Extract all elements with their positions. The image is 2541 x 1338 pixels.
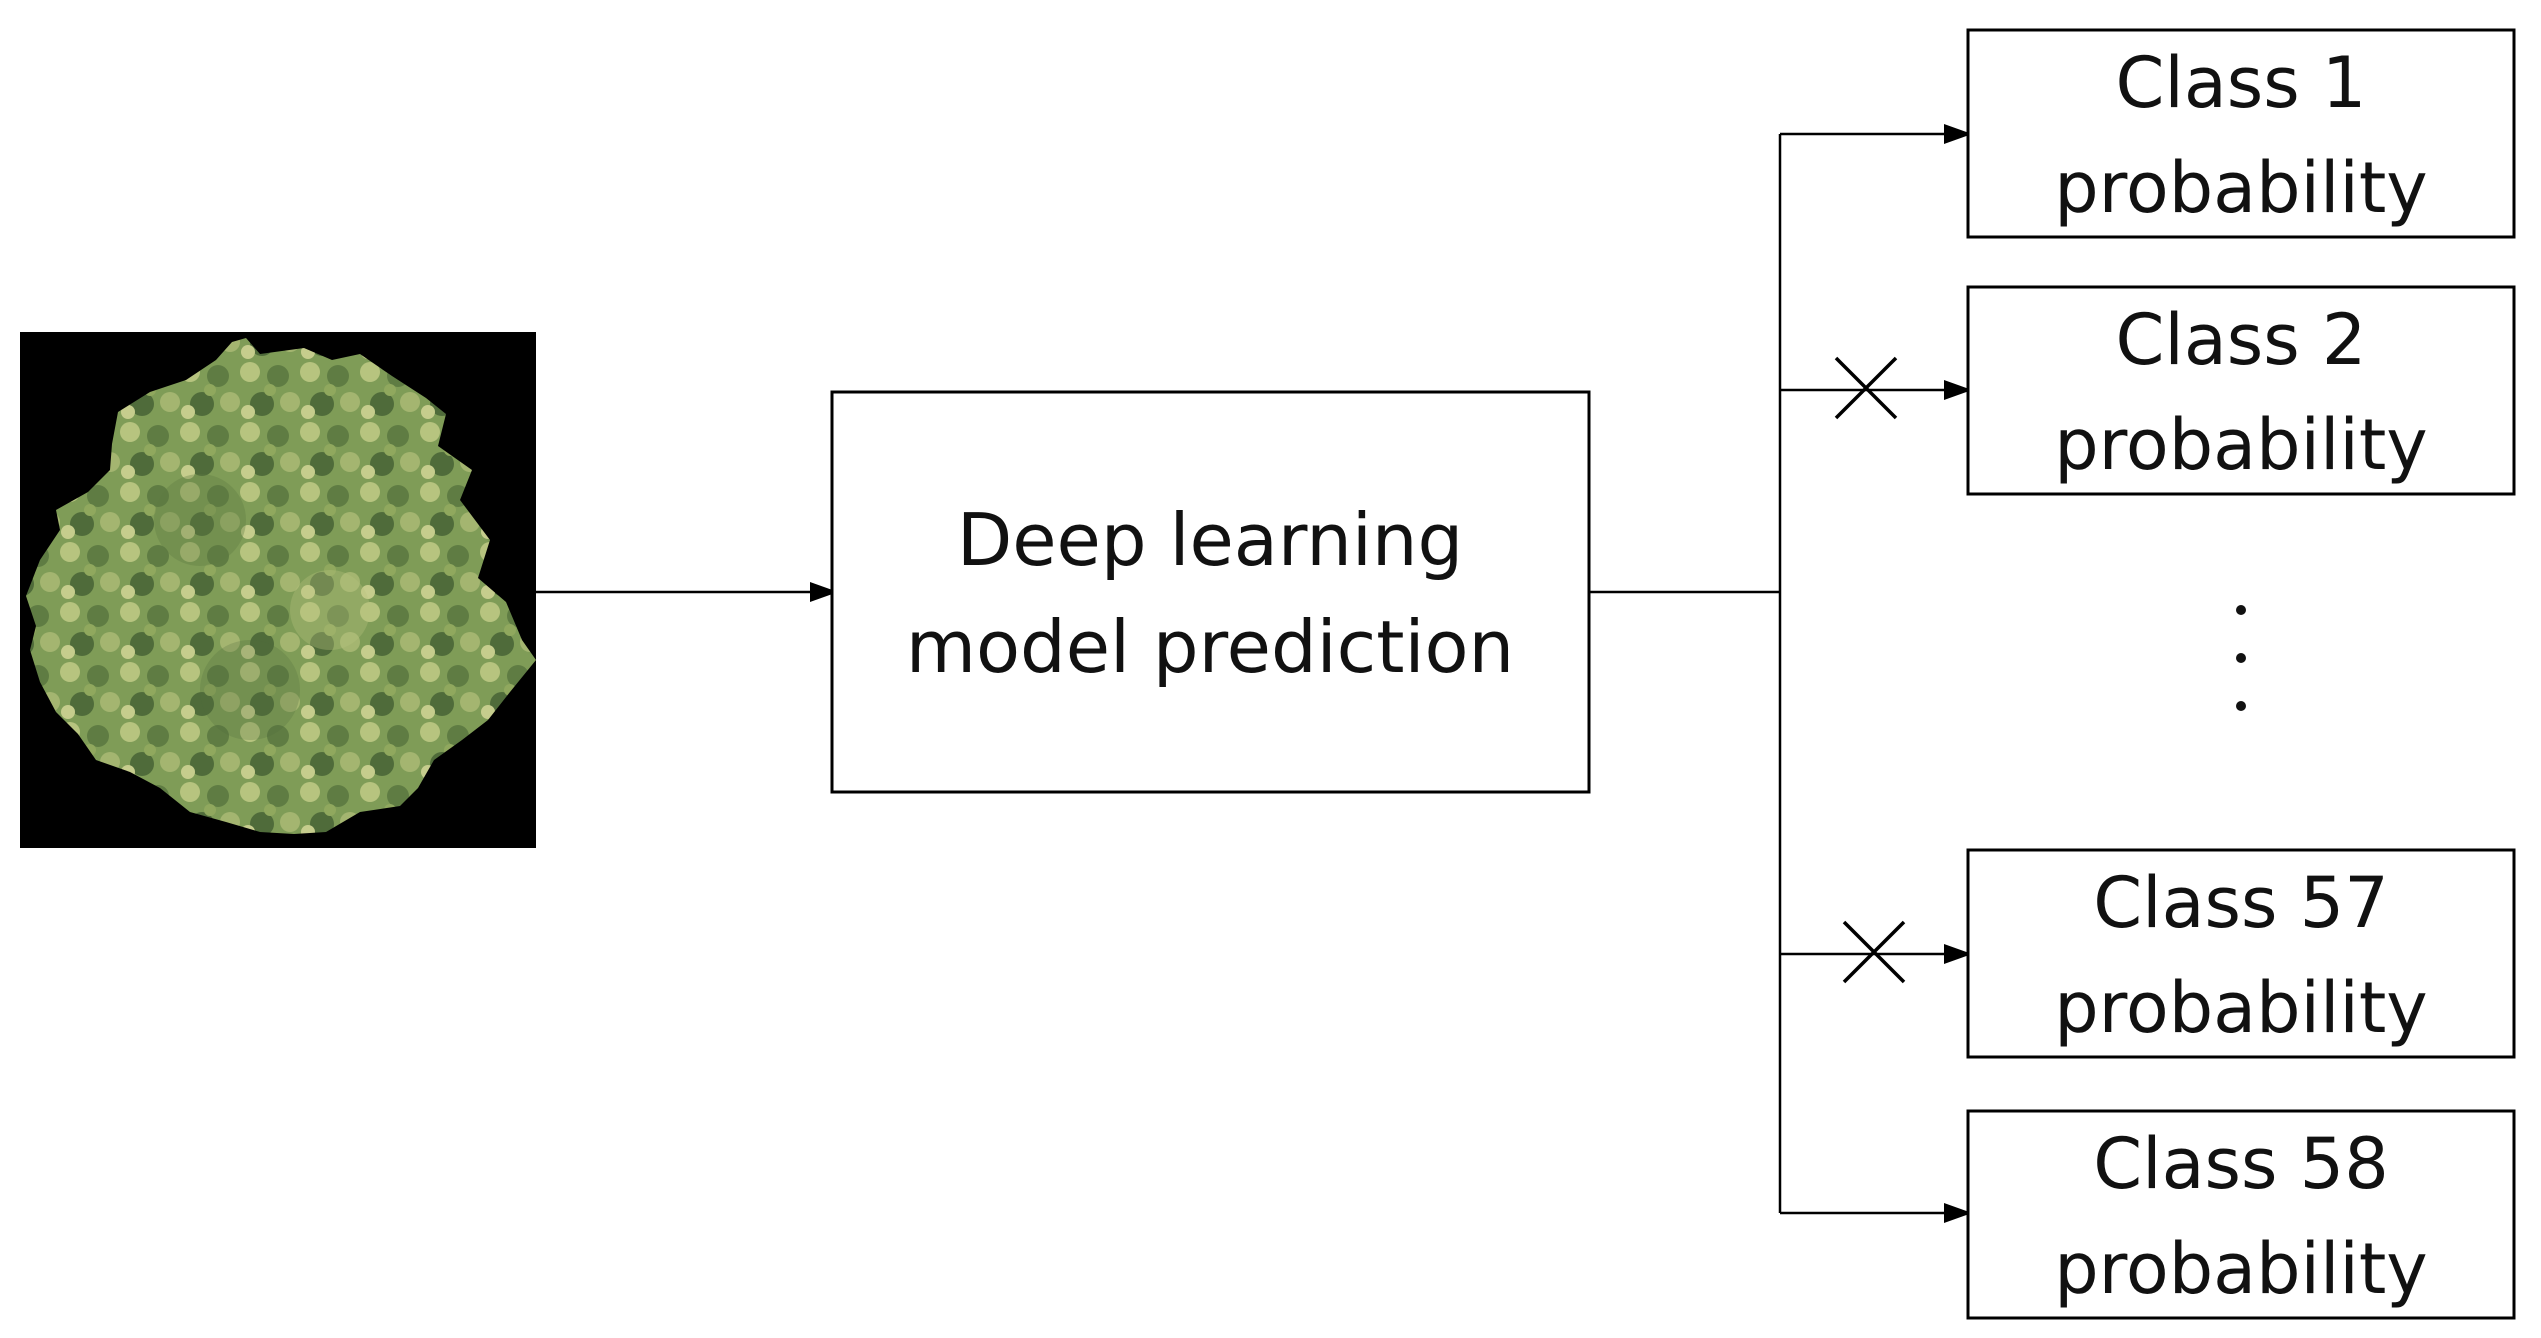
output-box — [1966, 28, 2516, 239]
output-label-line2: probability — [2054, 1228, 2427, 1310]
output-box — [1966, 1109, 2516, 1320]
output-label-line2: probability — [2054, 147, 2427, 229]
model-label-line1: Deep learning — [957, 498, 1463, 582]
model-label-line2: model prediction — [906, 605, 1514, 689]
output-class-2: Class 2 probability — [1966, 285, 2516, 496]
tree-canopy-icon — [26, 338, 536, 834]
canopy-highlight — [290, 570, 370, 650]
output-label-line1: Class 2 — [2116, 299, 2367, 381]
canopy-shade — [154, 474, 246, 566]
model-node: Deep learning model prediction — [830, 390, 1591, 794]
cross-class-2 — [1834, 356, 1898, 420]
output-class-57: Class 57 probability — [1966, 848, 2516, 1059]
output-box — [1966, 285, 2516, 496]
output-label-line2: probability — [2054, 967, 2427, 1049]
canopy-shade — [200, 640, 300, 740]
output-label-line1: Class 1 — [2116, 42, 2367, 124]
output-label-line1: Class 58 — [2093, 1123, 2388, 1205]
output-class-1: Class 1 probability — [1966, 28, 2516, 239]
input-image — [20, 332, 536, 848]
model-box — [830, 390, 1591, 794]
output-label-line2: probability — [2054, 404, 2427, 486]
output-label-line1: Class 57 — [2093, 862, 2388, 944]
cross-class-57 — [1842, 920, 1906, 984]
ellipsis-more-classes — [2236, 605, 2246, 711]
output-box — [1966, 848, 2516, 1059]
output-class-58: Class 58 probability — [1966, 1109, 2516, 1320]
